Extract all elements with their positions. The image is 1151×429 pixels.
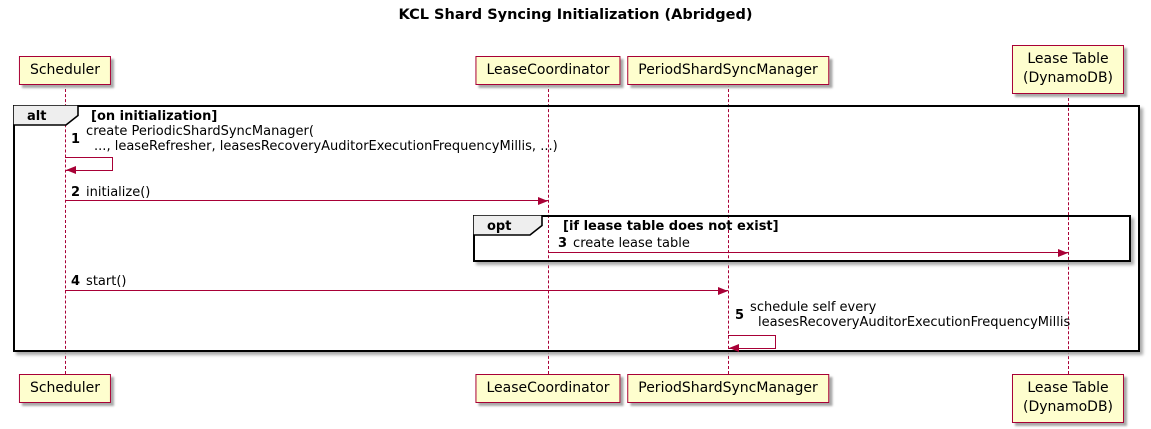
lifeline-leasecoordinator: [548, 84, 549, 374]
message-3-arrowhead-icon: [1058, 248, 1068, 257]
message-2-label: 2 initialize(): [71, 185, 150, 200]
alt-operator-tab: alt: [13, 105, 79, 126]
participant-scheduler-top: Scheduler: [18, 56, 112, 86]
message-5-text-line1: schedule self every: [750, 300, 877, 315]
participant-periodshardsyncmanager-top: PeriodShardSyncManager: [627, 56, 829, 86]
participant-leasecoordinator-bottom: LeaseCoordinator: [475, 374, 621, 404]
message-2-number: 2: [71, 185, 81, 200]
message-5-number: 5: [735, 307, 745, 323]
message-3-line: [548, 252, 1068, 253]
message-1-text-line2: ..., leaseRefresher, leasesRecoveryAudit…: [94, 139, 558, 155]
opt-frame: opt [if lease table does not exist]: [473, 215, 1131, 262]
message-2-text: initialize(): [86, 185, 151, 200]
alt-operator-label: alt: [27, 109, 46, 124]
message-5-label: 5 schedule self every leasesRecoveryAudi…: [735, 300, 1070, 331]
message-1-self-arrow: [65, 157, 113, 171]
opt-condition: [if lease table does not exist]: [563, 219, 779, 234]
lifeline-scheduler: [65, 84, 66, 374]
participant-leasetable-top-line2: (DynamoDB): [1022, 70, 1114, 87]
diagram-title: KCL Shard Syncing Initialization (Abridg…: [398, 7, 753, 23]
message-3-text: create lease table: [573, 236, 690, 251]
opt-operator-tab: opt: [473, 215, 543, 236]
lifeline-leasetable: [1068, 93, 1069, 374]
message-1-text-line1: create PeriodicShardSyncManager(: [86, 124, 314, 139]
participant-scheduler-bottom: Scheduler: [18, 374, 112, 404]
participant-periodshardsyncmanager-bottom: PeriodShardSyncManager: [627, 374, 829, 404]
message-2-arrowhead-icon: [538, 196, 548, 205]
participant-leasecoordinator-top: LeaseCoordinator: [475, 56, 621, 86]
alt-frame: alt [on initialization]: [13, 105, 1140, 352]
message-4-arrowhead-icon: [718, 286, 728, 295]
message-1-number: 1: [71, 131, 81, 147]
participant-leasetable-bottom: Lease Table (DynamoDB): [1011, 374, 1125, 423]
message-5-arrowhead-icon: [729, 343, 739, 352]
participant-leasetable-top-line1: Lease Table: [1027, 51, 1109, 67]
message-4-number: 4: [71, 274, 81, 289]
message-3-label: 3 create lease table: [558, 236, 690, 251]
alt-condition: [on initialization]: [91, 109, 218, 124]
message-1-label: 1 create PeriodicShardSyncManager( ..., …: [71, 124, 558, 155]
participant-leasetable-top: Lease Table (DynamoDB): [1011, 45, 1125, 94]
participant-leasetable-bottom-line2: (DynamoDB): [1022, 399, 1114, 416]
lifeline-periodshardsyncmanager: [728, 84, 729, 374]
participant-leasetable-bottom-line1: Lease Table: [1027, 380, 1109, 396]
message-1-arrowhead-icon: [66, 165, 76, 174]
message-2-line: [65, 200, 548, 201]
message-4-label: 4 start(): [71, 274, 126, 289]
opt-operator-label: opt: [487, 219, 511, 234]
message-3-number: 3: [558, 236, 568, 251]
message-4-line: [65, 290, 728, 291]
message-4-text: start(): [86, 274, 127, 289]
message-5-text-line2: leasesRecoveryAuditorExecutionFrequencyM…: [758, 315, 1071, 331]
message-5-self-arrow: [728, 335, 776, 349]
